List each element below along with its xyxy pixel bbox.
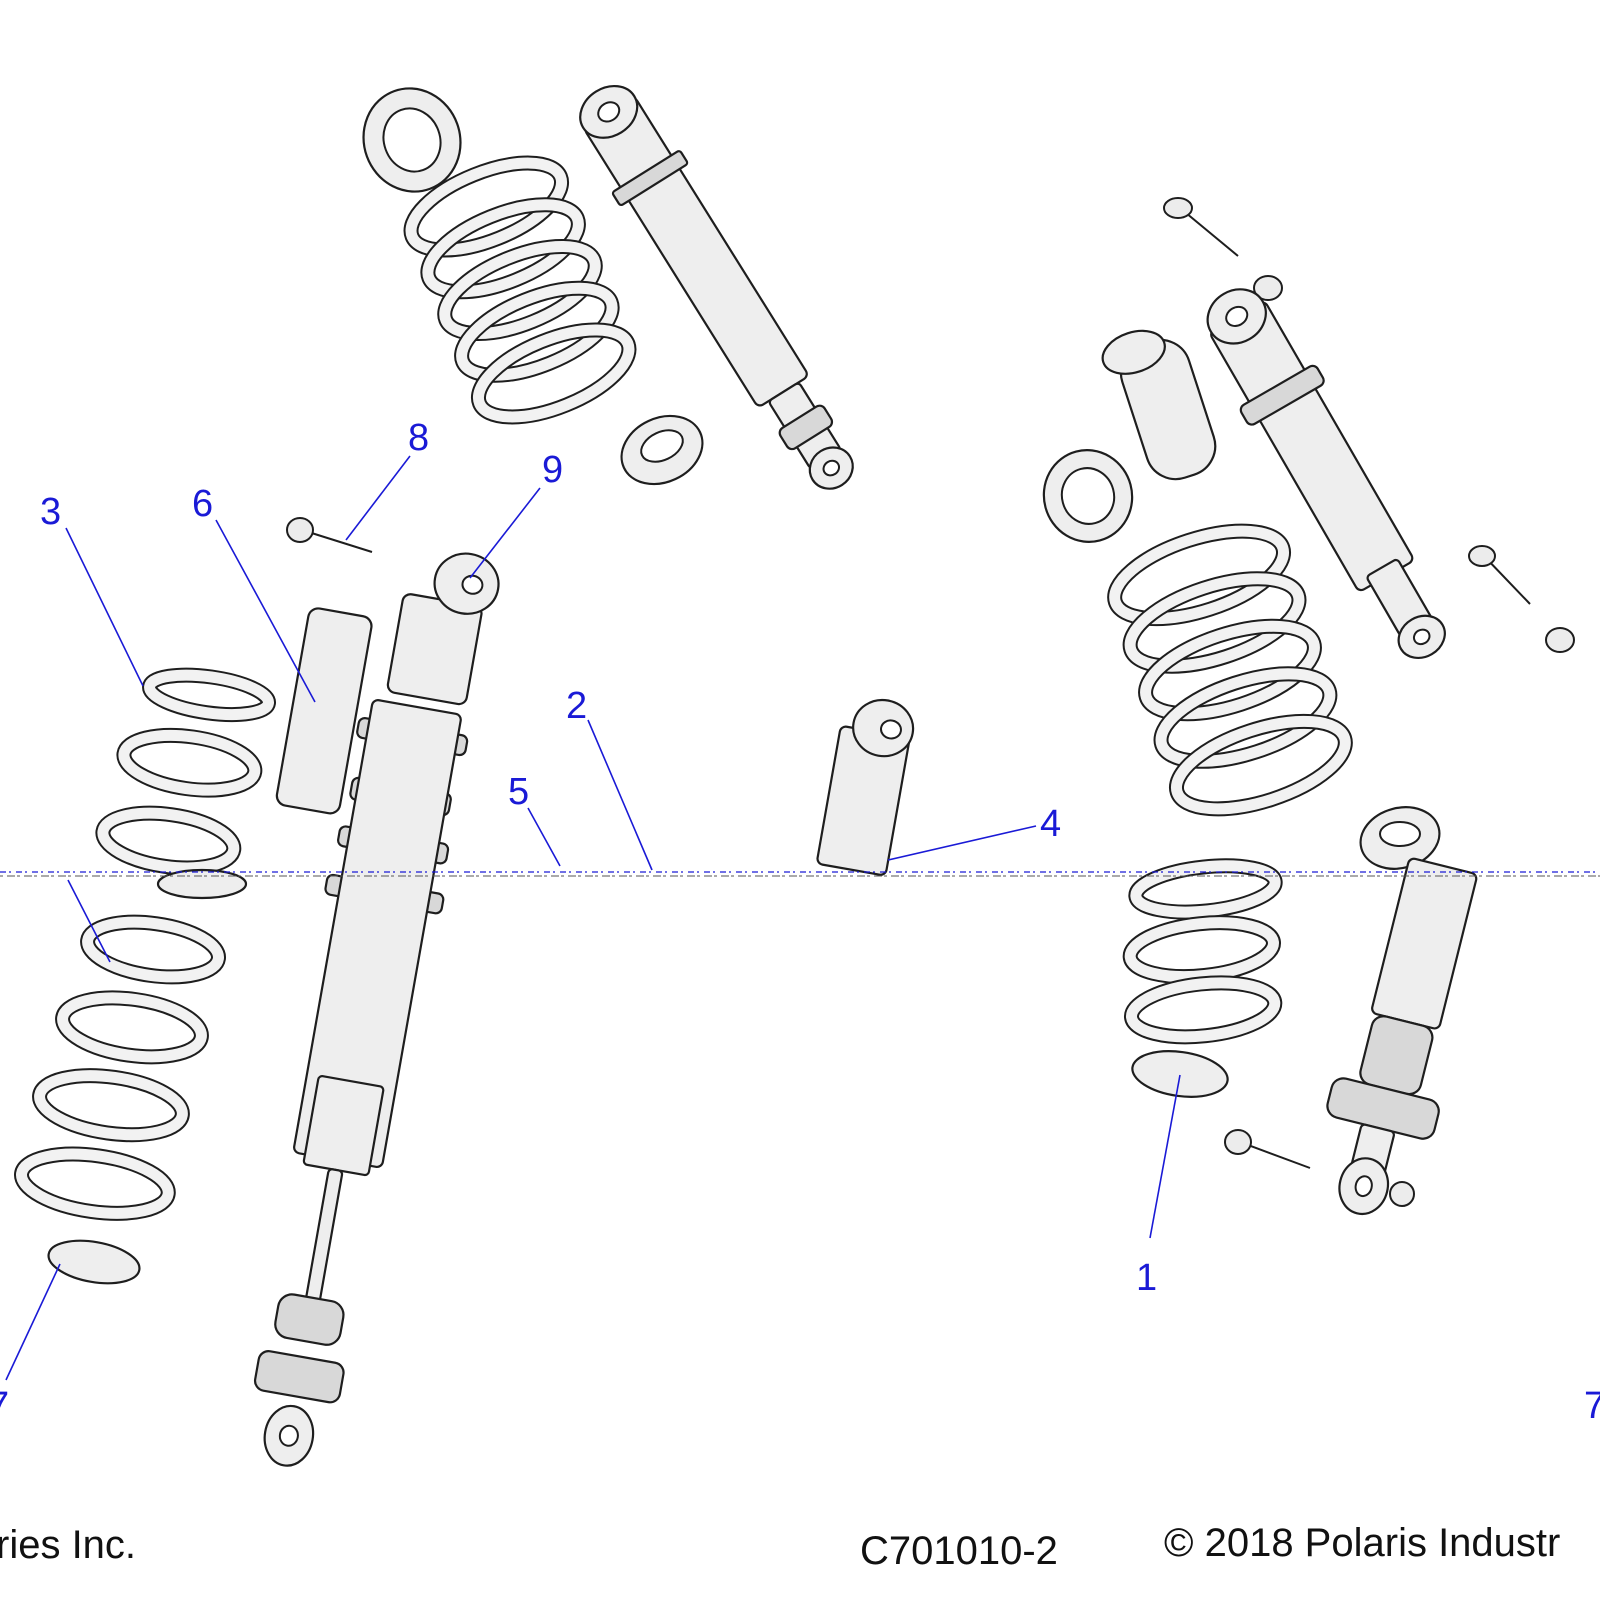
- top-center-spring-seat: [362, 87, 462, 193]
- leader-line-1: [1149, 1074, 1181, 1239]
- footer-copyright: © 2018 Polaris Industr: [1164, 1521, 1560, 1565]
- left-reservoir: [275, 607, 373, 815]
- callout-3: 3: [40, 491, 61, 533]
- callout-4: 4: [1040, 803, 1061, 845]
- footer-drawing-number: C701010-2: [860, 1529, 1058, 1573]
- leader-line-4: [887, 825, 1037, 861]
- top-right-lower-bolt: [1468, 545, 1531, 605]
- right-lower-mount-nut: [1389, 1181, 1415, 1207]
- right-lower-shock-body: [1326, 857, 1478, 1216]
- callout-7-left: 7: [0, 1385, 9, 1427]
- leader-line-7: [5, 1263, 61, 1381]
- callout-7-right: 7: [1584, 1385, 1600, 1427]
- leader-line-3: [65, 527, 144, 687]
- footer-company-text: ries Inc.: [0, 1523, 136, 1567]
- callout-1: 1: [1136, 1257, 1157, 1299]
- center-small-shock: [816, 698, 915, 876]
- callout-5: 5: [508, 771, 529, 813]
- top-right-lower-spring-retainer: [1359, 806, 1441, 870]
- callout-8: 8: [408, 417, 429, 459]
- left-lower-spring-retainer: [47, 1239, 141, 1285]
- right-lower-spring-retainer: [1131, 1050, 1229, 1098]
- scan-artifact-line: [0, 871, 1600, 877]
- top-center-coil-spring: [403, 155, 637, 425]
- right-lower-coil-spring: [1122, 858, 1283, 1045]
- right-lower-mount-bolt: [1224, 1129, 1311, 1169]
- left-mount-bolt: [286, 517, 373, 553]
- left-spring-retainer-middle: [156, 868, 248, 900]
- top-right-lower-nut: [1545, 627, 1575, 653]
- leader-line-9: [469, 487, 541, 579]
- top-right-shock-body: [1206, 288, 1446, 660]
- leader-line-8: [345, 455, 411, 541]
- leader-line-2: [587, 719, 653, 871]
- callout-6: 6: [192, 483, 213, 525]
- left-coil-spring: [13, 667, 277, 1221]
- leader-line-3b: [67, 879, 111, 963]
- top-right-mount-bolt: [1163, 197, 1239, 257]
- left-shock-body: [253, 552, 500, 1467]
- leader-line-5: [527, 807, 561, 867]
- leader-line-6: [215, 519, 316, 703]
- top-center-lower-spring-retainer: [620, 414, 704, 486]
- top-right-spring-seat: [1042, 449, 1134, 543]
- callout-2: 2: [566, 685, 587, 727]
- top-right-mount-nut: [1253, 275, 1283, 301]
- callout-9: 9: [542, 449, 563, 491]
- top-right-reservoir: [1101, 329, 1217, 481]
- top-center-shock-body: [579, 84, 854, 490]
- top-right-coil-spring: [1107, 523, 1353, 817]
